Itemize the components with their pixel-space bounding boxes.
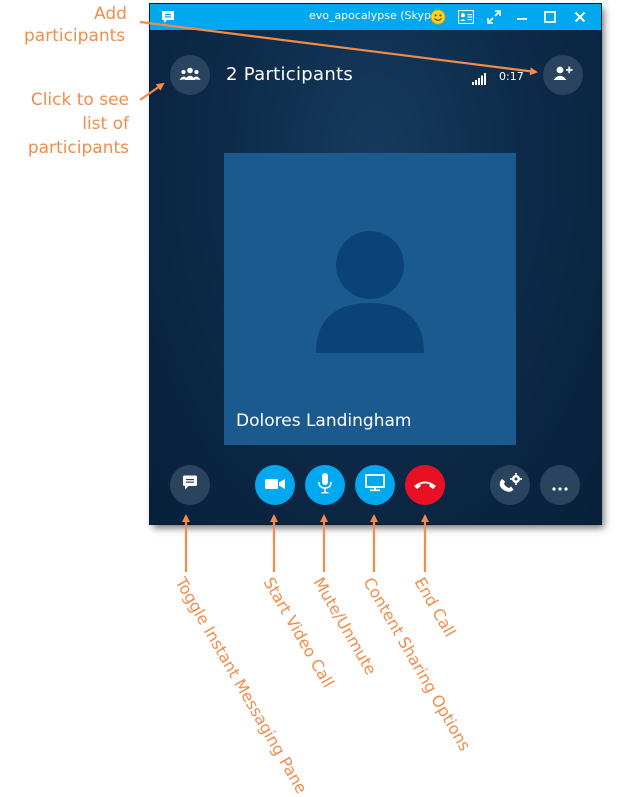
- annotation-add-line2: participants: [24, 26, 126, 46]
- ellipsis-icon: [552, 476, 568, 495]
- participants-list-button[interactable]: [170, 55, 210, 95]
- default-avatar-icon: [316, 231, 424, 353]
- phone-settings-icon: [498, 473, 522, 497]
- start-video-button[interactable]: [255, 465, 295, 505]
- title-bar: evo_apocalypse (Skype): [150, 4, 601, 30]
- emoticon-icon[interactable]: [428, 7, 448, 27]
- people-group-icon: [179, 66, 201, 85]
- annotation-list-line3: participants: [27, 138, 129, 158]
- window-title: evo_apocalypse (Skype): [308, 9, 443, 22]
- end-call-button[interactable]: [405, 465, 445, 505]
- phone-hangup-icon: [413, 476, 437, 495]
- more-options-button[interactable]: [540, 465, 580, 505]
- participants-count: 2 Participants: [226, 64, 354, 85]
- monitor-icon: [365, 474, 385, 496]
- add-participants-button[interactable]: [543, 55, 583, 95]
- video-camera-icon: [264, 476, 286, 495]
- skype-call-window: evo_apocalypse (Skype): [149, 3, 602, 525]
- close-icon[interactable]: [570, 7, 590, 27]
- call-duration: 0:17: [499, 70, 524, 83]
- annotation-list-line2: list of: [82, 114, 129, 134]
- contact-card-icon[interactable]: [456, 7, 476, 27]
- mute-button[interactable]: [305, 465, 345, 505]
- caller-name: Dolores Landingham: [236, 411, 412, 431]
- expand-icon[interactable]: [484, 7, 504, 27]
- im-toggle-button[interactable]: [170, 465, 210, 505]
- maximize-icon[interactable]: [540, 7, 560, 27]
- annotation-end-call: End Call: [410, 574, 460, 641]
- content-sharing-button[interactable]: [355, 465, 395, 505]
- add-person-icon: [553, 65, 573, 85]
- microphone-icon: [317, 472, 333, 498]
- annotation-add-line1: Add: [94, 4, 127, 24]
- annotation-list-line1: Click to see: [30, 90, 129, 110]
- call-settings-button[interactable]: [490, 465, 530, 505]
- minimize-icon[interactable]: [512, 7, 532, 27]
- chat-bubble-icon: [181, 474, 199, 496]
- skype-chat-icon[interactable]: [160, 9, 176, 25]
- participant-video-tile: Dolores Landingham: [224, 153, 516, 445]
- signal-strength-icon: [472, 70, 486, 85]
